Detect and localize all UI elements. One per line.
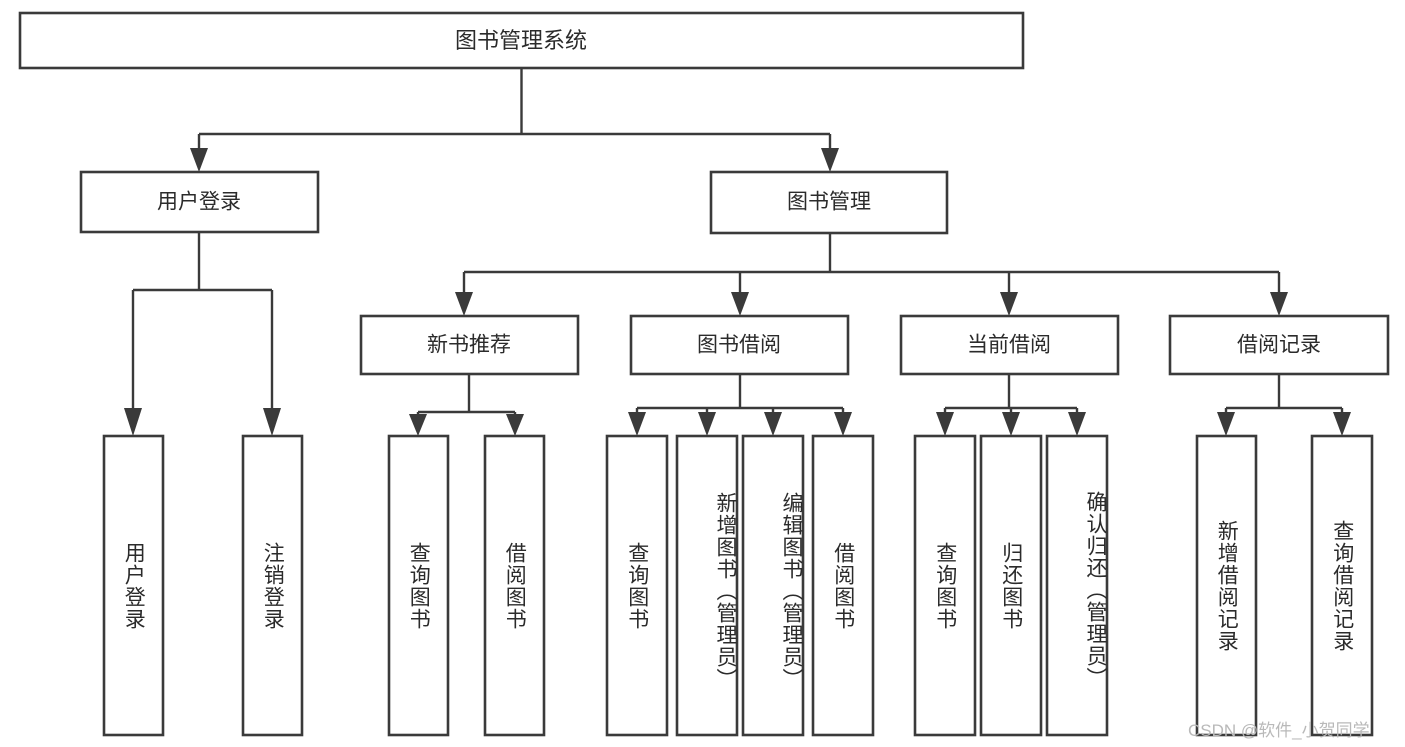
arrow-bookborrow-leaf-2 xyxy=(698,412,716,436)
leaf-box-current-borrow-2[interactable] xyxy=(1045,434,1109,737)
connector-layer xyxy=(124,68,1351,436)
arrow-currentborrow-leaf-2 xyxy=(1002,412,1020,436)
arrow-borrow-record xyxy=(1270,292,1288,316)
arrow-leaf-logout xyxy=(263,408,281,436)
arrow-user-login xyxy=(190,148,208,172)
node-label-book-borrow: 图书借阅 xyxy=(697,334,781,357)
node-box-current-borrow[interactable] xyxy=(899,314,1120,376)
node-label-new-book-rec: 新书推荐 xyxy=(427,334,511,357)
arrow-book-manage xyxy=(821,148,839,172)
leaf-box-current-borrow-1[interactable] xyxy=(979,434,1043,737)
leaf-box-book-borrow-2[interactable] xyxy=(741,434,805,737)
leaf-box-new-book-rec-0[interactable] xyxy=(387,434,450,737)
arrow-bookborrow-leaf-3 xyxy=(764,412,782,436)
arrow-newbook-leaf-2 xyxy=(506,414,524,436)
arrow-borrowrecord-leaf-1 xyxy=(1217,412,1235,436)
node-box-book-manage[interactable] xyxy=(709,170,949,235)
node-label-book-manage: 图书管理 xyxy=(787,191,871,214)
arrow-newbook-leaf-1 xyxy=(409,414,427,436)
node-label-user-login: 用户登录 xyxy=(157,191,241,214)
arrow-new-book-rec xyxy=(455,292,473,316)
node-box-user-login[interactable] xyxy=(79,170,320,234)
leaf-box-book-borrow-1[interactable] xyxy=(675,434,739,737)
arrow-currentborrow-leaf-1 xyxy=(936,412,954,436)
node-box-borrow-record[interactable] xyxy=(1168,314,1390,376)
node-box-new-book-rec[interactable] xyxy=(359,314,580,376)
node-label-borrow-record: 借阅记录 xyxy=(1237,334,1321,357)
arrow-currentborrow-leaf-3 xyxy=(1068,412,1086,436)
arrow-leaf-user-login xyxy=(124,408,142,436)
leaf-box-new-book-rec-1[interactable] xyxy=(483,434,546,737)
leaf-box-borrow-record-0[interactable] xyxy=(1195,434,1258,737)
arrow-bookborrow-leaf-1 xyxy=(628,412,646,436)
leaf-box-user-login-0[interactable] xyxy=(102,434,165,737)
leaf-box-current-borrow-0[interactable] xyxy=(913,434,977,737)
leaf-box-book-borrow-0[interactable] xyxy=(605,434,669,737)
node-label-current-borrow: 当前借阅 xyxy=(967,334,1051,357)
arrow-current-borrow xyxy=(1000,292,1018,316)
node-box-book-borrow[interactable] xyxy=(629,314,850,376)
node-box-root[interactable] xyxy=(18,11,1025,70)
arrow-borrowrecord-leaf-2 xyxy=(1333,412,1351,436)
node-layer: 图书管理系统 用户登录 图书管理 新书推荐 图书借阅 当前借阅 借阅记录 xyxy=(18,11,1390,737)
leaf-box-borrow-record-1[interactable] xyxy=(1310,434,1374,737)
leaf-box-book-borrow-3[interactable] xyxy=(811,434,875,737)
node-label-root: 图书管理系统 xyxy=(455,28,587,53)
arrow-bookborrow-leaf-4 xyxy=(834,412,852,436)
leaf-box-user-login-1[interactable] xyxy=(241,434,304,737)
csdn-watermark: CSDN @软件_小贺同学 xyxy=(1188,721,1370,740)
arrow-book-borrow xyxy=(731,292,749,316)
